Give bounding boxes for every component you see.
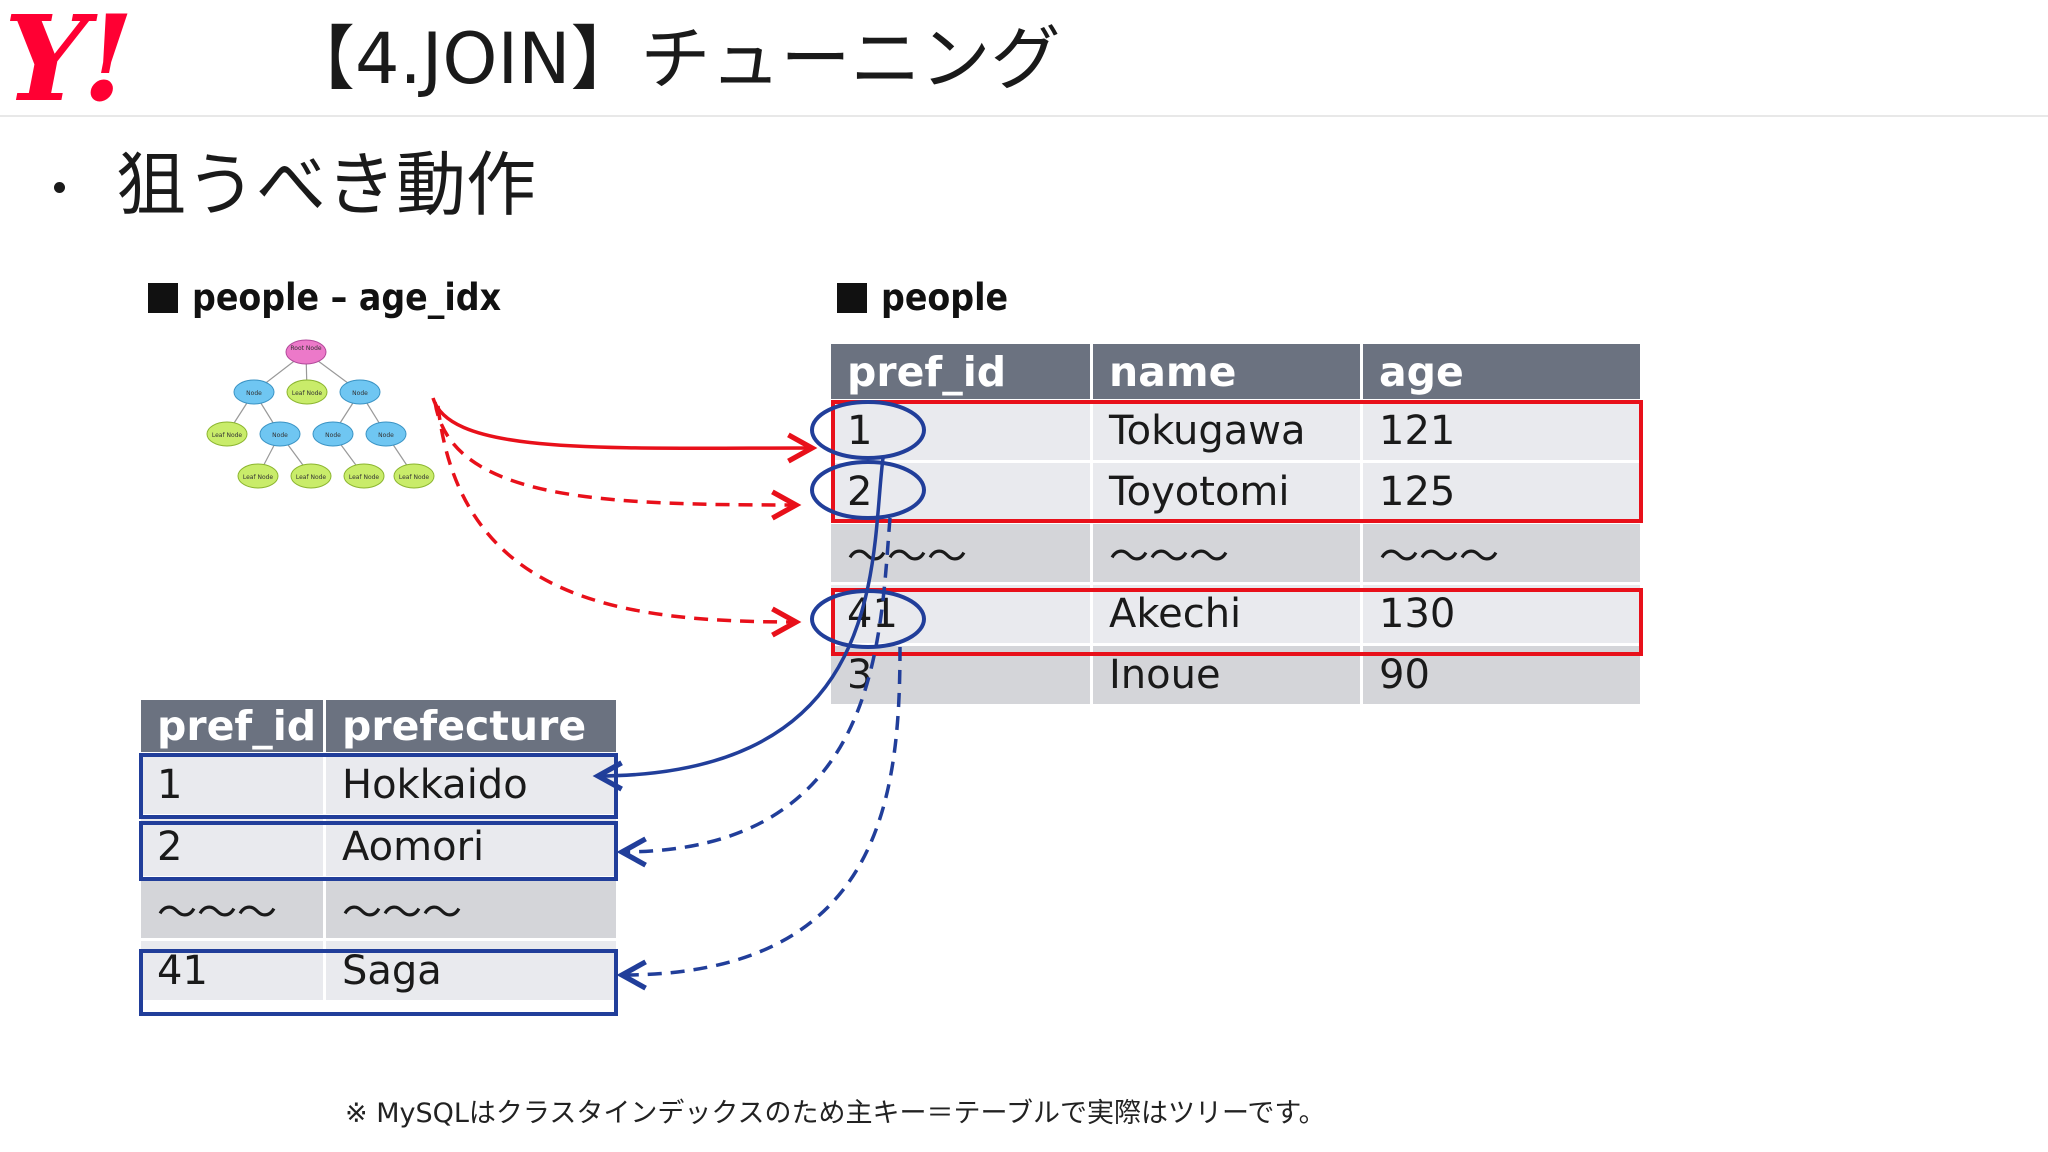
column-header: prefecture xyxy=(326,700,616,755)
tree-leaf xyxy=(343,463,385,489)
column-header: name xyxy=(1093,344,1363,402)
tree-node-label: Node xyxy=(325,432,341,439)
tree-node-label: Node xyxy=(272,432,288,439)
column-header: age xyxy=(1363,344,1640,402)
index-lookup-arrow xyxy=(431,397,812,448)
table-cell: ～～～ xyxy=(831,524,1093,585)
table-cell: Tokugawa xyxy=(1093,402,1363,463)
footnote: ※ MySQLはクラスタインデックスのため主キー＝テーブルで実際はツリーです。 xyxy=(345,1098,1326,1129)
column-header: pref_id xyxy=(831,344,1093,402)
svg-text:Root Node: Root Node xyxy=(290,345,321,352)
tree-node-label: Node xyxy=(246,390,262,397)
table-row: 2 Toyotomi 125 xyxy=(831,463,1640,524)
column-header: pref_id xyxy=(141,700,326,755)
table-cell: ～～～ xyxy=(1093,524,1363,585)
table-cell: Inoue xyxy=(1093,646,1363,707)
table-cell: 41 xyxy=(831,585,1093,646)
tree-node xyxy=(312,421,354,447)
index-lookup-arrow-dashed xyxy=(436,405,796,622)
tree-leaf-label: Leaf Node xyxy=(212,432,243,439)
tree-node xyxy=(233,379,275,405)
table-cell: 1 xyxy=(831,402,1093,463)
tree-leaf xyxy=(286,379,328,405)
svg-text:Y!: Y! xyxy=(4,0,128,112)
table-cell: Aomori xyxy=(326,817,616,879)
table-cell: Hokkaido xyxy=(326,755,616,817)
tree-node xyxy=(259,421,301,447)
tree-leaf xyxy=(206,421,248,447)
yahoo-logo: Y! xyxy=(4,0,134,112)
index-caption-label: people – age_idx xyxy=(192,276,502,319)
index-lookup-arrow-dashed xyxy=(433,401,796,505)
tree-node xyxy=(339,379,381,405)
table-cell: 41 xyxy=(141,941,326,1003)
square-bullet-icon xyxy=(148,283,178,313)
table-cell: 90 xyxy=(1363,646,1640,707)
tree-node-label: Node xyxy=(378,432,394,439)
prefecture-table: pref_id prefecture 1 Hokkaido 2 Aomori ～… xyxy=(141,700,616,1003)
table-row: 3 Inoue 90 xyxy=(831,646,1640,707)
table-cell: 130 xyxy=(1363,585,1640,646)
title-divider xyxy=(0,115,2048,117)
table-row: 2 Aomori xyxy=(141,817,616,879)
tree-leaf-label: Leaf Node xyxy=(243,474,274,481)
index-caption: people – age_idx xyxy=(148,276,501,320)
table-row: 1 Hokkaido xyxy=(141,755,616,817)
bullet-text: 狙うべき動作 xyxy=(116,144,536,226)
tree-leaf-label: Leaf Node xyxy=(399,474,430,481)
bullet-dot xyxy=(54,182,65,193)
table-row: 41 Akechi 130 xyxy=(831,585,1640,646)
table-row: ～～～ ～～～ ～～～ xyxy=(831,524,1640,585)
tree-leaf-label: Leaf Node xyxy=(292,390,323,397)
table-cell: 2 xyxy=(141,817,326,879)
people-caption-label: people xyxy=(881,276,1009,319)
people-caption: people xyxy=(837,276,1008,320)
square-bullet-icon xyxy=(837,283,867,313)
table-cell: 125 xyxy=(1363,463,1640,524)
tree-leaf-label: Leaf Node xyxy=(296,474,327,481)
tree-node xyxy=(365,421,407,447)
table-cell: 3 xyxy=(831,646,1093,707)
tree-leaf-label: Leaf Node xyxy=(349,474,380,481)
table-cell: 1 xyxy=(141,755,326,817)
table-cell: ～～～ xyxy=(141,879,326,941)
tree-node-label: Node xyxy=(352,390,368,397)
table-cell: 2 xyxy=(831,463,1093,524)
slide-title: 【4.JOIN】チューニング xyxy=(285,18,1061,100)
table-header-row: pref_id prefecture xyxy=(141,700,616,755)
tree-leaf xyxy=(237,463,279,489)
table-header-row: pref_id name age xyxy=(831,344,1640,402)
tree-leaf xyxy=(290,463,332,489)
people-table: pref_id name age 1 Tokugawa 121 2 Toyoto… xyxy=(831,344,1640,707)
table-cell: ～～～ xyxy=(326,879,616,941)
table-row: 41 Saga xyxy=(141,941,616,1003)
table-cell: Toyotomi xyxy=(1093,463,1363,524)
table-cell: Akechi xyxy=(1093,585,1363,646)
table-row: ～～～ ～～～ xyxy=(141,879,616,941)
btree-index-diagram: Root Node Node Leaf Node Node Leaf Node … xyxy=(206,339,435,489)
root-node: Root Node xyxy=(285,339,327,365)
table-cell: Saga xyxy=(326,941,616,1003)
table-cell: ～～～ xyxy=(1363,524,1640,585)
table-cell: 121 xyxy=(1363,402,1640,463)
table-row: 1 Tokugawa 121 xyxy=(831,402,1640,463)
